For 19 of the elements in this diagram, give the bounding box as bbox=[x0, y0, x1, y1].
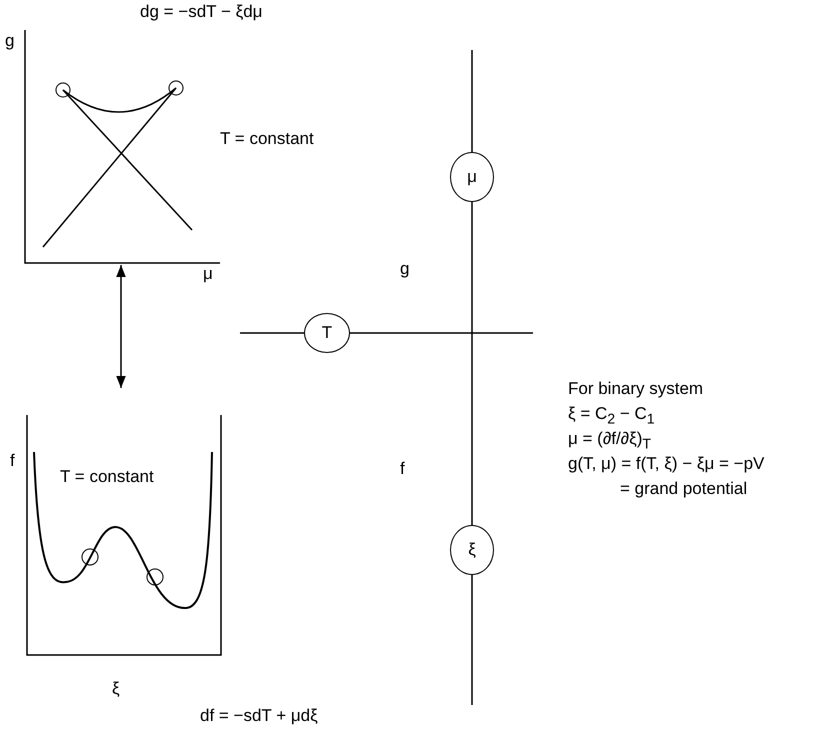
axis-label: g bbox=[5, 32, 14, 51]
equation-text: dg = −sdT − ξdμ bbox=[140, 3, 262, 22]
equation-text: = grand potential bbox=[620, 480, 748, 499]
axis-label: μ bbox=[203, 265, 213, 284]
curve-label: T = constant bbox=[220, 130, 314, 149]
equation-text: μ = (∂f/∂ξ)$_{T}$ bbox=[568, 430, 652, 453]
variable-circle: μ bbox=[450, 152, 494, 202]
axis-label: f bbox=[10, 452, 15, 471]
region-label: g bbox=[400, 260, 410, 279]
note-text: For binary system bbox=[568, 380, 704, 399]
equation-text: g(T, μ) = f(T, ξ) − ξμ = −pV bbox=[568, 455, 764, 474]
region-label: f bbox=[400, 460, 405, 479]
equation-text: ξ = C$_{2}$ − C$_{1}$ bbox=[568, 405, 655, 428]
double-arrow bbox=[116, 265, 126, 388]
axis-label: ξ bbox=[112, 680, 120, 699]
variable-circle: T bbox=[304, 313, 350, 353]
equation-text: df = −sdT + μdξ bbox=[200, 707, 318, 726]
variable-circle: ξ bbox=[450, 525, 494, 575]
curve-label: T = constant bbox=[60, 468, 154, 487]
